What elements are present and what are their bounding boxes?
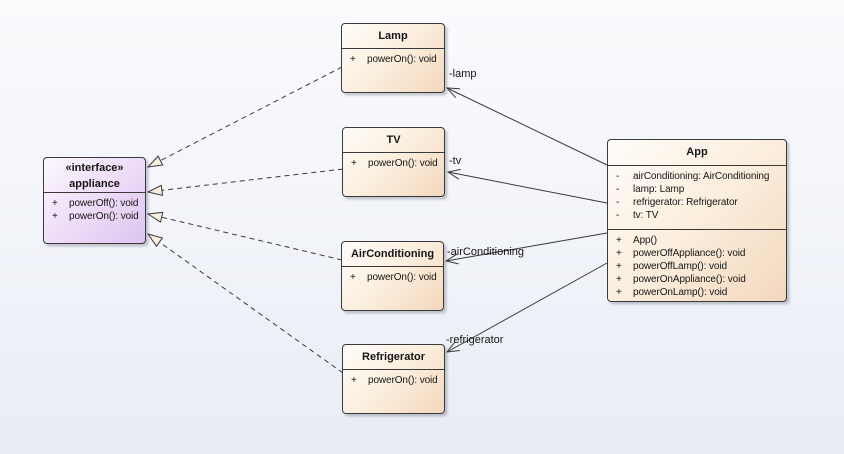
operation-text: powerOff(): void (69, 198, 139, 209)
attribute-text: refrigerator: Refrigerator (633, 197, 738, 208)
class-tv-operations: + powerOn(): void (343, 153, 444, 170)
operation-text: powerOffAppliance(): void (633, 248, 746, 259)
realization-airconditioning-appliance[interactable] (148, 214, 343, 261)
edge-label-airconditioning[interactable]: -airConditioning (447, 246, 524, 258)
visibility-sign: - (616, 197, 620, 208)
operation-poweron: + powerOn(): void (44, 210, 145, 223)
operation-text: powerOnLamp(): void (633, 287, 728, 298)
class-lamp-operations: + powerOn(): void (342, 49, 444, 66)
realization-lamp-appliance[interactable] (148, 66, 343, 167)
operation-poweroffappliance: + powerOffAppliance(): void (608, 247, 786, 260)
operation-text: powerOn(): void (69, 211, 139, 222)
class-app[interactable]: App - airConditioning: AirConditioning -… (607, 139, 787, 302)
visibility-sign: + (351, 158, 357, 169)
visibility-sign: + (350, 54, 356, 65)
operation-poweron: + powerOn(): void (342, 53, 444, 66)
visibility-sign: + (350, 272, 356, 283)
visibility-sign: - (616, 171, 620, 182)
operation-text: App() (633, 235, 657, 246)
attribute-text: airConditioning: AirConditioning (633, 171, 770, 182)
attribute-tv: - tv: TV (608, 209, 786, 222)
visibility-sign: + (351, 375, 357, 386)
edge-label-refrigerator[interactable]: -refrigerator (446, 334, 504, 346)
attribute-airconditioning: - airConditioning: AirConditioning (608, 170, 786, 183)
attribute-text: tv: TV (633, 210, 659, 221)
class-app-attributes: - airConditioning: AirConditioning - lam… (608, 166, 786, 230)
interface-appliance[interactable]: «interface» appliance + powerOff(): void… (43, 157, 146, 244)
operation-poweroff: + powerOff(): void (44, 197, 145, 210)
class-lamp-title: Lamp (342, 24, 444, 49)
attribute-text: lamp: Lamp (633, 184, 685, 195)
visibility-sign: + (616, 287, 622, 298)
operation-poweron: + powerOn(): void (343, 157, 444, 170)
interface-appliance-title: «interface» appliance (44, 158, 145, 193)
visibility-sign: + (616, 248, 622, 259)
class-refrigerator-operations: + powerOn(): void (343, 370, 444, 387)
visibility-sign: - (616, 210, 620, 221)
visibility-sign: + (616, 274, 622, 285)
visibility-sign: + (52, 211, 58, 222)
class-app-title: App (608, 140, 786, 166)
operation-text: powerOnAppliance(): void (633, 274, 746, 285)
operation-poweron: + powerOn(): void (342, 271, 443, 284)
operation-text: powerOn(): void (367, 54, 437, 65)
operation-text: powerOffLamp(): void (633, 261, 727, 272)
visibility-sign: + (52, 198, 58, 209)
class-tv[interactable]: TV + powerOn(): void (342, 127, 445, 197)
interface-name: appliance (69, 178, 120, 190)
operation-poweronappliance: + powerOnAppliance(): void (608, 273, 786, 286)
interface-operations: + powerOff(): void + powerOn(): void (44, 193, 145, 223)
association-app-airconditioning[interactable] (446, 232, 608, 261)
class-airconditioning-operations: + powerOn(): void (342, 267, 443, 284)
edge-label-tv[interactable]: -tv (449, 155, 462, 167)
operation-constructor: + App() (608, 234, 786, 247)
operation-text: powerOn(): void (367, 272, 437, 283)
attribute-lamp: - lamp: Lamp (608, 183, 786, 196)
operation-poweronlamp: + powerOnLamp(): void (608, 286, 786, 299)
class-lamp[interactable]: Lamp + powerOn(): void (341, 23, 445, 93)
operation-text: powerOn(): void (368, 375, 438, 386)
operation-powerofflamp: + powerOffLamp(): void (608, 260, 786, 273)
class-refrigerator[interactable]: Refrigerator + powerOn(): void (342, 344, 445, 414)
association-app-refrigerator[interactable] (447, 262, 608, 352)
association-app-lamp[interactable] (447, 88, 608, 166)
edge-label-lamp[interactable]: -lamp (449, 68, 477, 80)
class-app-operations: + App() + powerOffAppliance(): void + po… (608, 230, 786, 299)
interface-stereotype: «interface» (65, 162, 124, 174)
class-tv-title: TV (343, 128, 444, 153)
class-airconditioning-title: AirConditioning (342, 242, 443, 267)
realization-refrigerator-appliance[interactable] (148, 234, 344, 374)
operation-text: powerOn(): void (368, 158, 438, 169)
class-refrigerator-title: Refrigerator (343, 345, 444, 370)
operation-poweron: + powerOn(): void (343, 374, 444, 387)
visibility-sign: - (616, 184, 620, 195)
attribute-refrigerator: - refrigerator: Refrigerator (608, 196, 786, 209)
visibility-sign: + (616, 261, 622, 272)
realization-tv-appliance[interactable] (148, 168, 344, 192)
association-app-tv[interactable] (448, 172, 608, 204)
visibility-sign: + (616, 235, 622, 246)
class-airconditioning[interactable]: AirConditioning + powerOn(): void (341, 241, 444, 311)
